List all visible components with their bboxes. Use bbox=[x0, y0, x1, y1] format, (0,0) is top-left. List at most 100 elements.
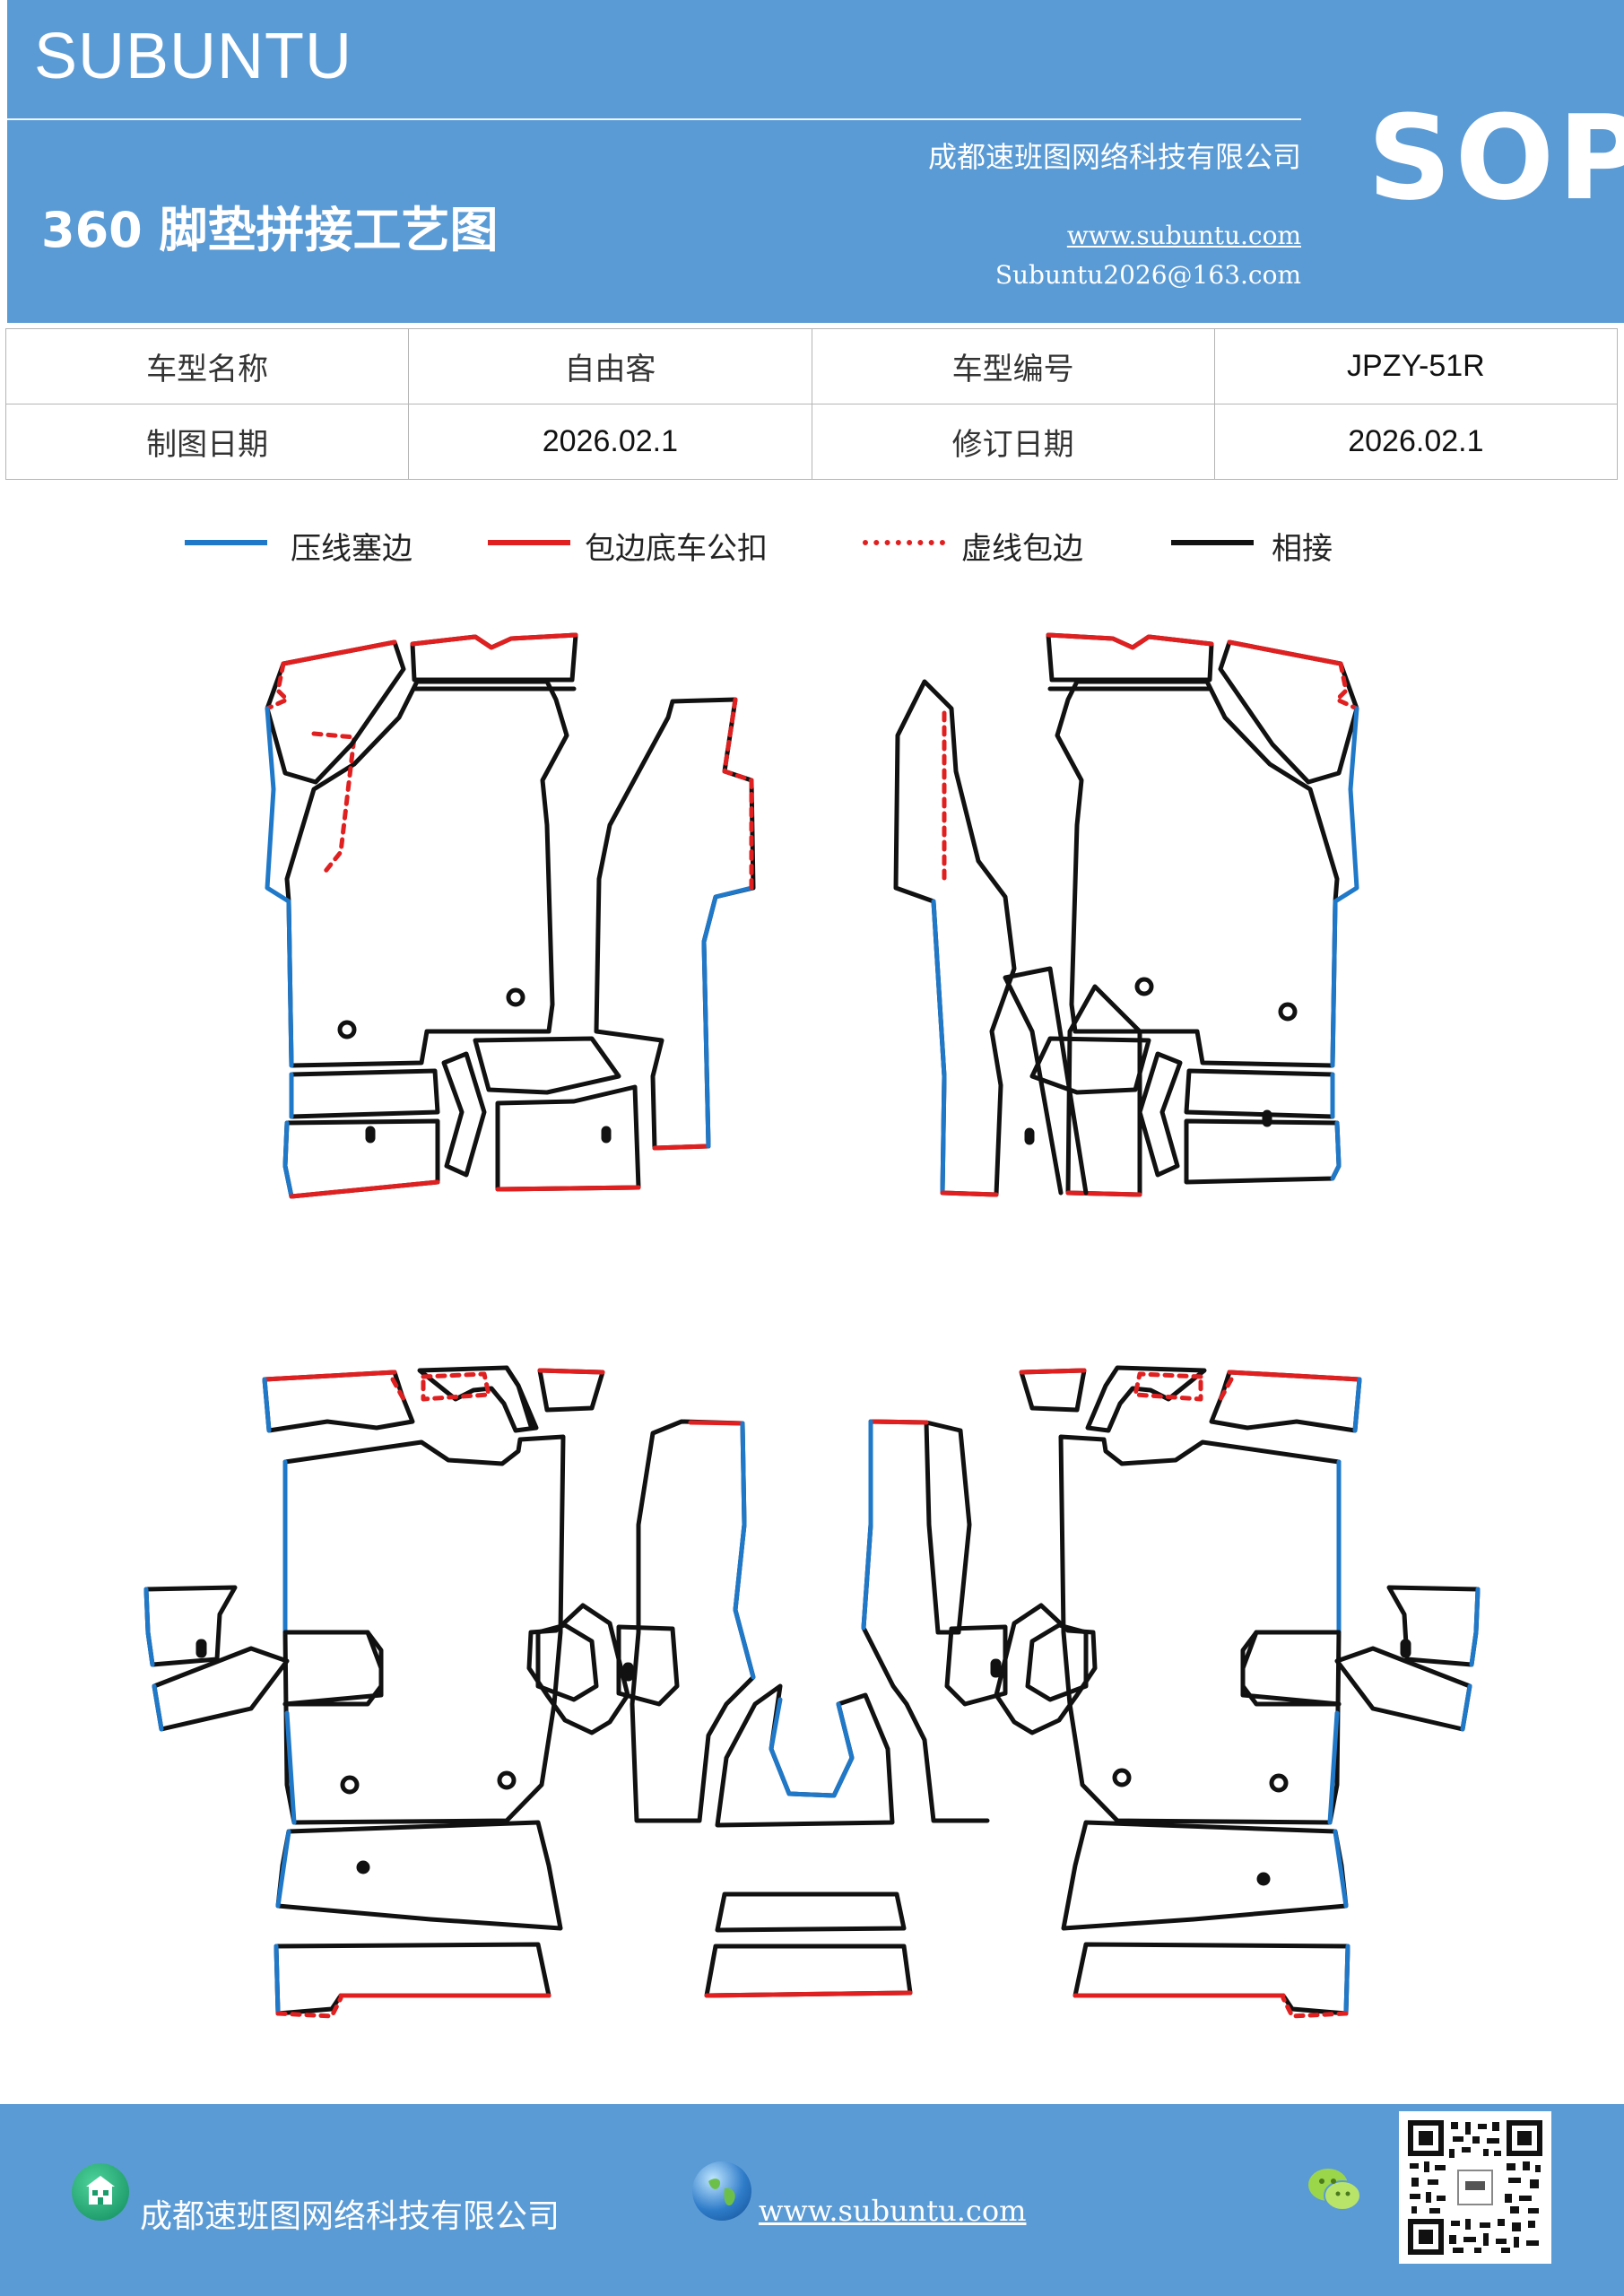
mat-edge-blue bbox=[931, 899, 947, 1196]
table-row: 车型名称 自由客 车型编号 JPZY-51R bbox=[4, 328, 1619, 404]
mat-edge-blue bbox=[1333, 706, 1359, 904]
mat-hole bbox=[337, 1020, 357, 1039]
mat-edge-blue bbox=[1469, 1587, 1481, 1667]
mat-piece bbox=[495, 1084, 641, 1192]
mat-piece bbox=[1137, 1051, 1183, 1178]
mat-hole bbox=[1269, 1773, 1289, 1793]
mat-piece bbox=[715, 1683, 895, 1828]
mat-edge-blue bbox=[152, 1683, 164, 1732]
mat-slot bbox=[195, 1639, 207, 1658]
mat-edge-dotted bbox=[311, 731, 357, 877]
mat-edge-blue bbox=[274, 1944, 281, 2016]
mat-slot bbox=[601, 1126, 612, 1144]
mat-slot bbox=[990, 1658, 1002, 1678]
mat-piece bbox=[1073, 1942, 1350, 2016]
mat-piece bbox=[630, 1419, 756, 1823]
draw-date-value: 2026.02.1 bbox=[408, 404, 812, 480]
brand-logo-text: SUBUNTU bbox=[34, 21, 353, 92]
wechat-icon[interactable] bbox=[1305, 2163, 1364, 2217]
page-footer: 成都速班图网络科技有限公司 www.subuntu.com bbox=[0, 2104, 1624, 2296]
mat-edge-blue bbox=[265, 706, 291, 904]
mat-piece bbox=[704, 1944, 913, 1998]
mat-edge-blue bbox=[143, 1587, 155, 1667]
mat-edge-dotted bbox=[1218, 1377, 1234, 1402]
mat-hole bbox=[506, 987, 525, 1007]
mat-edge-blue bbox=[286, 899, 294, 1068]
mat-slot bbox=[1024, 1127, 1035, 1145]
mat-slot bbox=[1262, 1109, 1272, 1127]
mat-piece bbox=[282, 1434, 566, 1825]
qr-code[interactable] bbox=[1399, 2111, 1551, 2264]
mat-piece bbox=[1240, 1630, 1342, 1707]
mat-piece bbox=[1184, 1068, 1335, 1119]
mat-piece bbox=[924, 1420, 972, 1635]
legend-label: 包边底车公扣 bbox=[585, 531, 768, 567]
edge-legend: 压线塞边 包边底车公扣 虚线包边 相接 bbox=[0, 518, 1624, 581]
mat-piece bbox=[284, 679, 569, 1068]
mat-piece bbox=[1058, 1434, 1342, 1825]
mat-edge-dotted bbox=[1133, 1371, 1203, 1402]
mat-slot bbox=[365, 1126, 376, 1144]
mat-edge-blue bbox=[769, 1697, 855, 1798]
mat-piece bbox=[594, 697, 756, 1151]
mat-edge-dotted bbox=[1281, 1996, 1349, 2019]
draw-date-label: 制图日期 bbox=[4, 404, 410, 480]
mat-edge-red bbox=[1065, 1190, 1142, 1197]
mat-edge-dotted bbox=[275, 1996, 343, 2019]
header-website-link[interactable]: www.subuntu.com bbox=[1066, 221, 1301, 250]
mat-edge-blue bbox=[1327, 1710, 1340, 1825]
mat-edge-blue bbox=[861, 1419, 873, 1631]
mat-piece bbox=[1029, 1036, 1151, 1095]
mat-edge-blue bbox=[733, 1421, 756, 1680]
legend-label: 虚线包边 bbox=[961, 531, 1083, 567]
qr-code-pattern bbox=[1408, 2120, 1542, 2255]
rear-right-mat-group bbox=[861, 1365, 1481, 2019]
model-code-label: 车型编号 bbox=[811, 328, 1215, 404]
mat-edge-blue bbox=[282, 1120, 294, 1199]
header-divider bbox=[7, 118, 1301, 120]
mat-piece bbox=[715, 1892, 907, 1933]
mat-edge-blue bbox=[262, 1377, 272, 1433]
mat-piece bbox=[893, 679, 1017, 1197]
floor-mat-diagram bbox=[143, 632, 1481, 2019]
mat-edge-red bbox=[289, 1179, 440, 1199]
mat-piece bbox=[504, 1365, 534, 1429]
page-header: SUBUNTU 360 脚垫拼接工艺图 成都速班图网络科技有限公司 www.su… bbox=[7, 0, 1624, 323]
footer-website-link[interactable]: www.subuntu.com bbox=[759, 2194, 1027, 2228]
mat-edge-blue bbox=[1460, 1683, 1472, 1732]
sop-badge: SOP bbox=[1368, 90, 1624, 226]
mat-edge-dotted bbox=[265, 661, 290, 711]
footer-company-name: 成都速班图网络科技有限公司 bbox=[140, 2198, 560, 2235]
mat-piece bbox=[861, 1419, 990, 1823]
legend-swatch bbox=[1171, 540, 1254, 545]
table-row: 制图日期 2026.02.1 修订日期 2026.02.1 bbox=[4, 404, 1619, 480]
legend-swatch bbox=[488, 540, 570, 545]
rear-left-mat-group bbox=[143, 1365, 756, 2019]
mat-hole bbox=[1256, 1872, 1271, 1886]
model-code-value: JPZY-51R bbox=[1213, 328, 1619, 404]
mat-piece bbox=[526, 1603, 630, 1735]
mat-edge-dotted bbox=[421, 1371, 491, 1402]
globe-icon-glyph bbox=[708, 2179, 735, 2206]
front-left-mat-group bbox=[265, 632, 756, 1199]
header-company-name: 成都速班图网络科技有限公司 bbox=[927, 140, 1301, 174]
mat-piece bbox=[143, 1585, 238, 1667]
mat-piece bbox=[616, 1624, 680, 1707]
mat-edge-blue bbox=[701, 885, 754, 1149]
mat-edge-red bbox=[1019, 1368, 1087, 1375]
mat-piece bbox=[275, 1820, 563, 1931]
mat-piece bbox=[1061, 1820, 1349, 1931]
mat-hole bbox=[1112, 1768, 1132, 1787]
revise-date-label: 修订日期 bbox=[811, 404, 1215, 480]
mat-piece bbox=[994, 1603, 1098, 1735]
center-tunnel-group bbox=[704, 1683, 913, 1998]
mat-edge-red bbox=[652, 1144, 711, 1151]
mat-piece bbox=[274, 1942, 551, 2016]
mat-edge-red bbox=[940, 1190, 999, 1197]
mat-slot bbox=[1400, 1639, 1411, 1658]
mat-piece bbox=[535, 1622, 599, 1702]
vehicle-info-table: 车型名称 自由客 车型编号 JPZY-51R 制图日期 2026.02.1 修订… bbox=[4, 328, 1619, 480]
header-email[interactable]: Subuntu2026@163.com bbox=[994, 260, 1301, 290]
mat-piece bbox=[1209, 1370, 1362, 1433]
mat-edge-dotted bbox=[1334, 661, 1359, 711]
